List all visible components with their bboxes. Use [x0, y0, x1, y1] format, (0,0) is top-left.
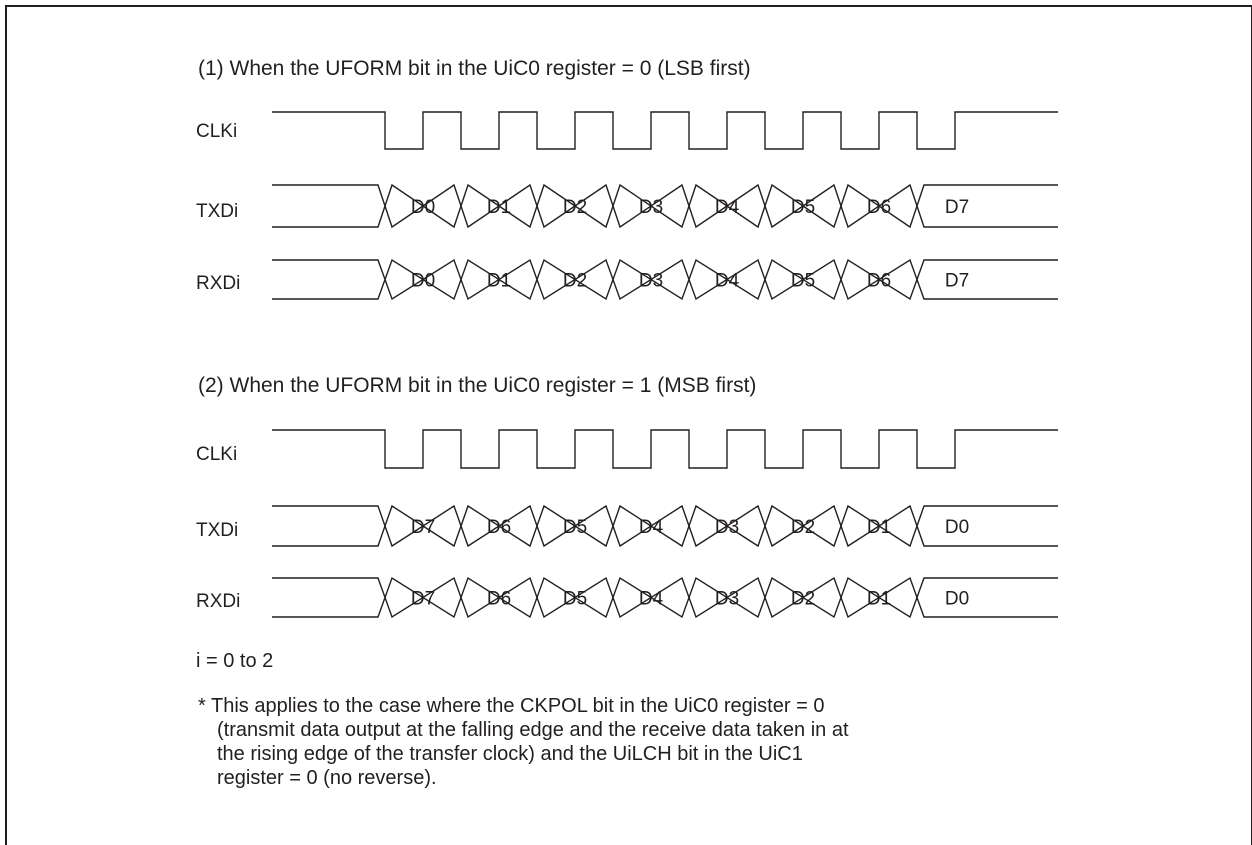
section-msb-first: (2) When the UFORM bit in the UiC0 regis…: [196, 374, 1058, 619]
rx-bit-label: D6: [867, 271, 891, 292]
rx-bit-label: D7: [945, 271, 969, 292]
tx-bit-label: D0: [945, 517, 969, 538]
rx-bit-label: D0: [945, 589, 969, 610]
tx-bit-label: D7: [945, 197, 969, 218]
section-2-rx-label: RXDi: [196, 591, 240, 612]
footnote-line-2: (transmit data output at the falling edg…: [217, 719, 849, 741]
tx-bit-label: D6: [487, 517, 511, 538]
section-lsb-first: (1) When the UFORM bit in the UiC0 regis…: [196, 57, 1058, 301]
section-2-tx-waveform: D7 D6 D5 D4 D3 D2 D1 D0: [272, 504, 1058, 548]
footnote-line-3: the rising edge of the transfer clock) a…: [217, 743, 803, 765]
index-range-note: i = 0 to 2: [196, 650, 273, 672]
section-1-clock-label: CLKi: [196, 121, 237, 142]
section-1-tx-waveform: D0 D1 D2 D3 D4 D5 D6 D7: [272, 183, 1058, 229]
section-2-rx-waveform: D7 D6 D5 D4 D3 D2 D1 D0: [272, 576, 1058, 619]
section-2-tx-label: TXDi: [196, 520, 238, 541]
rx-bit-label: D1: [487, 271, 511, 292]
footnote-line-4: register = 0 (no reverse).: [217, 767, 437, 789]
rx-bit-label: D5: [563, 589, 587, 610]
tx-bit-label: D5: [563, 517, 587, 538]
tx-line-b: [272, 183, 1058, 229]
rx-bit-label: D1: [867, 589, 891, 610]
tx-bit-label: D2: [563, 197, 587, 218]
rx-bit-label: D7: [411, 589, 435, 610]
tx-bit-label: D6: [867, 197, 891, 218]
rx-bit-label: D6: [487, 589, 511, 610]
tx-bit-label: D5: [791, 197, 815, 218]
rx-bit-label: D3: [715, 589, 739, 610]
section-1-rx-waveform: D0 D1 D2 D3 D4 D5 D6 D7: [272, 258, 1058, 301]
rx-line-b: [272, 258, 1058, 301]
footnote-line-1: * This applies to the case where the CKP…: [198, 695, 824, 717]
tx-bit-label: D7: [411, 517, 435, 538]
tx-bit-label: D1: [487, 197, 511, 218]
tx-bit-label: D0: [411, 197, 435, 218]
rx-bit-label: D0: [411, 271, 435, 292]
tx-bit-label: D2: [791, 517, 815, 538]
tx-bit-label: D3: [639, 197, 663, 218]
section-1-tx-label: TXDi: [196, 201, 238, 222]
rx-line-b: [272, 576, 1058, 619]
tx-line-b: [272, 504, 1058, 548]
section-1-heading: (1) When the UFORM bit in the UiC0 regis…: [198, 57, 751, 80]
rx-bit-label: D4: [639, 589, 664, 610]
section-1-rx-label: RXDi: [196, 273, 240, 294]
rx-bit-label: D2: [791, 589, 815, 610]
tx-bit-label: D4: [639, 517, 664, 538]
section-1-clock-waveform: [272, 111, 1058, 150]
section-2-clock-waveform: [272, 429, 1058, 469]
section-2-heading: (2) When the UFORM bit in the UiC0 regis…: [198, 374, 756, 397]
tx-bit-label: D3: [715, 517, 739, 538]
section-2-clock-label: CLKi: [196, 444, 237, 465]
tx-bit-label: D1: [867, 517, 891, 538]
tx-bit-label: D4: [715, 197, 740, 218]
rx-bit-label: D5: [791, 271, 815, 292]
rx-bit-label: D4: [715, 271, 740, 292]
rx-bit-label: D3: [639, 271, 663, 292]
rx-bit-label: D2: [563, 271, 587, 292]
